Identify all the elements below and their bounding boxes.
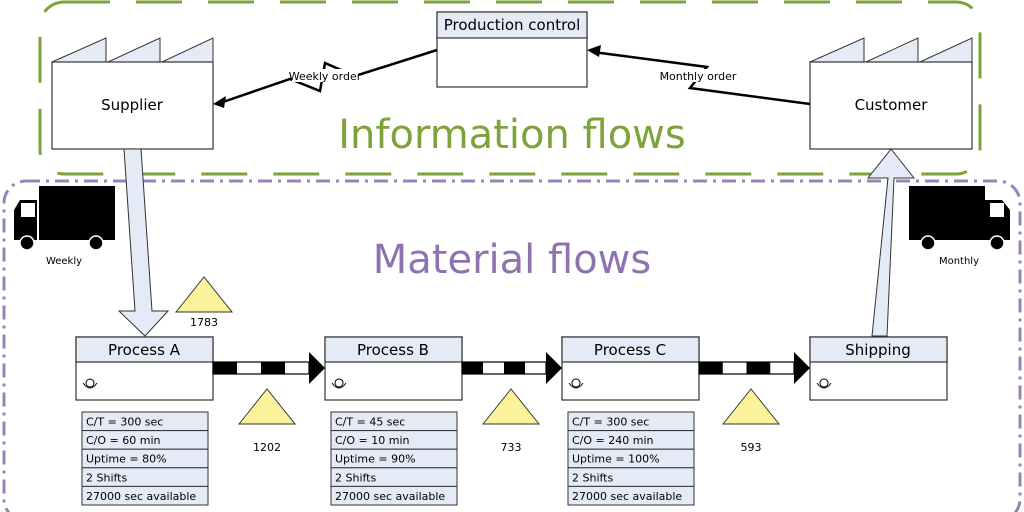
push-arrow [698,352,810,384]
inventory-count: 593 [741,441,762,454]
monthly-order-arrow: Monthly order [587,45,811,106]
inventory-icon [481,388,541,425]
process-name: Process B [357,341,429,359]
weekly-order-label: Weekly order [289,70,362,83]
truck-inbound-icon [14,186,115,251]
operator-icon [568,378,584,389]
inventory-icon [237,388,297,425]
weekly-order-arrow: Weekly order [213,48,438,108]
process-box-b[interactable]: Process B [324,336,463,401]
data-box-row: 27000 sec available [335,490,445,503]
push-arrow [461,352,562,384]
data-box-row: C/T = 300 sec [572,416,649,429]
inventory-count: 733 [501,441,522,454]
supplier-shipment-arrow [117,148,170,337]
data-box-row: C/O = 240 min [572,434,654,447]
operator-icon [331,378,347,389]
truck-inbound-label: Weekly [46,256,82,267]
supplier-label: Supplier [101,96,164,114]
supplier-factory[interactable]: Supplier [51,37,214,150]
process-box-c[interactable]: Process C [561,336,700,401]
inventory-count: 1783 [190,316,218,329]
production-control-box[interactable]: Production control [436,11,588,88]
material-flows-region [2,179,1022,512]
customer-shipment-arrow [866,148,916,337]
data-box-row: Uptime = 90% [335,453,416,466]
operator-icon [816,378,832,389]
truck-outbound-label: Monthly [939,256,979,267]
arrowhead-icon [794,352,810,384]
customer-label: Customer [855,96,929,114]
push-arrow [212,352,325,384]
supplier-roof [51,37,214,63]
inventory-triangle: 1202 [237,388,297,454]
material-flows-label: Material flows [373,237,651,283]
process-box-shipping[interactable]: Shipping [809,336,948,401]
data-box-row: C/O = 10 min [335,434,410,447]
inventory-count: 1202 [253,441,281,454]
arrowhead-icon [587,45,601,57]
process-name: Process A [108,341,181,359]
data-box-row: C/T = 300 sec [86,416,163,429]
process-box-a[interactable]: Process A [75,336,214,401]
customer-roof [809,37,973,63]
information-flows-label: Information flows [338,112,685,158]
arrowhead-icon [309,352,325,384]
data-box-row: 2 Shifts [335,471,376,484]
operator-icon [82,378,98,389]
data-box-row: 27000 sec available [572,490,682,503]
process-name: Shipping [845,341,910,359]
process-name: Process C [594,341,666,359]
monthly-order-label: Monthly order [660,70,737,83]
arrowhead-icon [546,352,562,384]
inventory-triangle: 1783 [174,276,234,329]
arrowhead-icon [213,96,226,108]
data-box-row: C/T = 45 sec [335,416,405,429]
inventory-icon [721,388,781,425]
data-box-row: 27000 sec available [86,490,196,503]
data-box-row: C/O = 60 min [86,434,161,447]
data-box-row: 2 Shifts [86,471,127,484]
customer-factory[interactable]: Customer [809,37,973,150]
inventory-triangle: 593 [721,388,781,454]
information-flows-region [38,0,982,176]
inventory-triangle: 733 [481,388,541,454]
data-box-row: 2 Shifts [572,471,613,484]
inventory-icon [174,276,234,313]
data-box-row: Uptime = 100% [572,453,660,466]
production-control-label: Production control [444,16,581,34]
truck-outbound-icon [909,186,1010,251]
data-box-row: Uptime = 80% [86,453,167,466]
